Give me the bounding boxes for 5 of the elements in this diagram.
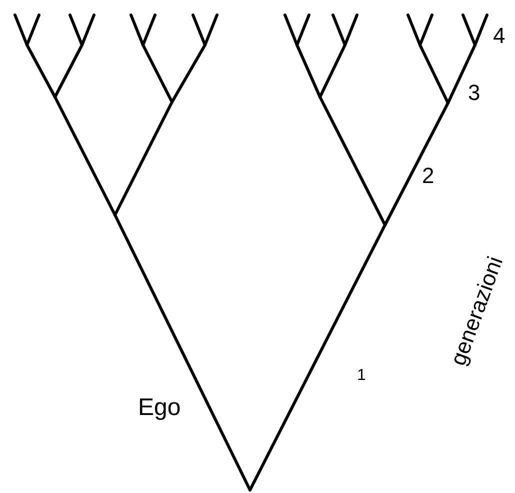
generation-number: 4 [493, 25, 506, 47]
generation-number: 2 [422, 165, 434, 187]
ego-label: Ego [138, 396, 181, 420]
generation-number: 1 [357, 368, 366, 384]
generation-number: 3 [468, 82, 480, 104]
